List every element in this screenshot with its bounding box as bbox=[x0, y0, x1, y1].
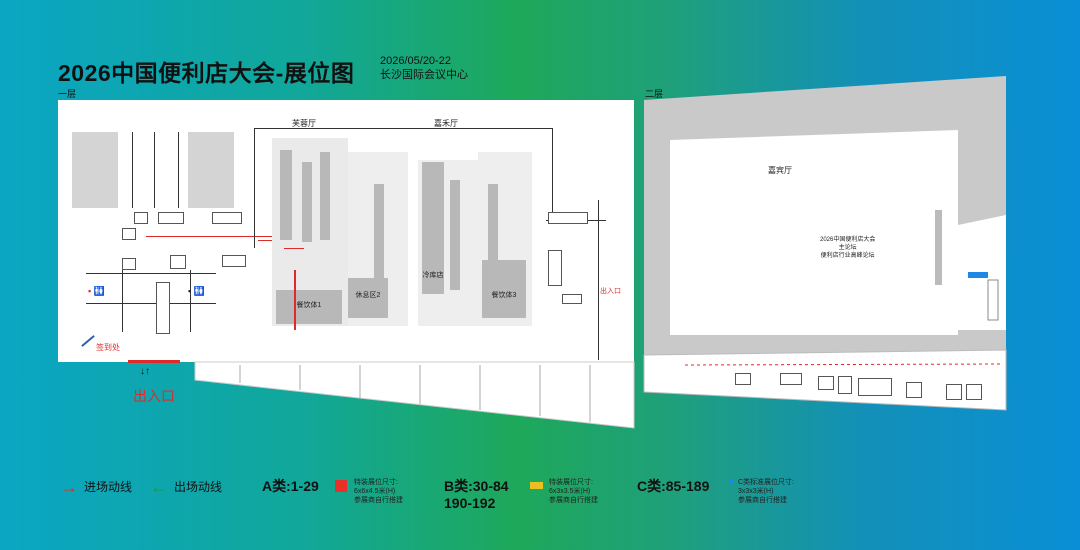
booth-column[interactable] bbox=[374, 184, 384, 284]
block-2[interactable] bbox=[348, 278, 388, 318]
signin-label: 签到处 bbox=[96, 343, 120, 352]
booth[interactable] bbox=[858, 378, 892, 396]
legend-class-a: A类:1-29 bbox=[262, 478, 319, 494]
stage-line-2: 主论坛 bbox=[838, 245, 857, 251]
booth-column[interactable] bbox=[302, 162, 312, 242]
legend-entry-label: 进场动线 bbox=[84, 480, 133, 494]
page-title: 2026中国便利店大会-展位图 bbox=[58, 60, 355, 86]
block-4-label: 餐饮体3 bbox=[491, 292, 517, 299]
floor2-hall-name: 嘉宾厅 bbox=[768, 166, 792, 175]
booth[interactable] bbox=[122, 228, 136, 240]
side-entrance-label: 出入口 bbox=[600, 288, 621, 295]
entrance-exit-label: 出入口 bbox=[133, 388, 175, 404]
floor1-room-block bbox=[72, 132, 118, 208]
event-info: 2026/05/20-22 长沙国际会议中心 bbox=[380, 54, 468, 82]
booth-column[interactable] bbox=[320, 152, 330, 240]
legend-class-b: B类:30-84 190-192 bbox=[444, 478, 509, 512]
class-a-swatch bbox=[335, 480, 347, 492]
block-4[interactable] bbox=[482, 260, 526, 318]
class-c-swatch bbox=[730, 480, 734, 484]
booth[interactable] bbox=[548, 212, 588, 224]
booth-column[interactable] bbox=[280, 150, 292, 240]
legend-exit-label: 出场动线 bbox=[174, 480, 223, 494]
booth[interactable] bbox=[838, 376, 852, 394]
legend-exit-line: ← 出场动线 bbox=[150, 476, 223, 497]
legend-class-b-note: 特装展位尺寸: 6x3x3.5米(H) 参展商自行搭建 bbox=[549, 479, 598, 504]
floor1-room-block bbox=[188, 132, 234, 208]
entrance-arrows-icon: ↓↑ bbox=[140, 366, 150, 377]
booth[interactable] bbox=[780, 373, 802, 385]
floor-1-label: 一层 bbox=[58, 89, 77, 99]
booth[interactable] bbox=[156, 282, 170, 334]
block-1-label: 餐饮体1 bbox=[296, 302, 322, 309]
entrance-bar bbox=[128, 360, 180, 363]
booth[interactable] bbox=[735, 373, 751, 385]
legend-class-b-line2: 190-192 bbox=[444, 495, 496, 511]
booth[interactable] bbox=[946, 384, 962, 400]
hall-jiahe: 嘉禾厅 bbox=[434, 119, 458, 128]
booth[interactable] bbox=[906, 382, 922, 398]
green-arrow-icon: ← bbox=[150, 476, 168, 497]
legend-class-c: C类:85-189 bbox=[637, 478, 710, 494]
block-1[interactable] bbox=[276, 290, 342, 324]
legend-class-c-note: C类标准展位尺寸: 3x3x3米(H) 参展商自行搭建 bbox=[738, 479, 794, 504]
booth-column[interactable] bbox=[422, 162, 444, 294]
legend-class-a-note: 特装展位尺寸: 6x6x4.5米(H) 参展商自行搭建 bbox=[354, 479, 403, 504]
booth[interactable] bbox=[548, 250, 562, 286]
block-3-label: 冷库店 bbox=[422, 272, 444, 279]
stage-line-3: 便利店行业高峰论坛 bbox=[820, 253, 875, 259]
red-arrow-icon: → bbox=[60, 476, 78, 497]
booth[interactable] bbox=[158, 212, 184, 224]
class-b-swatch bbox=[530, 482, 543, 489]
booth-column[interactable] bbox=[450, 180, 460, 290]
booth[interactable] bbox=[818, 376, 834, 390]
stage-line-1: 2026中国便利店大会 bbox=[820, 237, 876, 243]
stage-text: 2026中国便利店大会 主论坛 便利店行业高峰论坛 bbox=[820, 236, 875, 260]
booth-column[interactable] bbox=[488, 184, 498, 284]
restroom-icon: ▪ 🚻 bbox=[88, 286, 105, 296]
restroom-icon: ▪ 🚻 bbox=[188, 286, 205, 296]
legend-entry-line: → 进场动线 bbox=[60, 476, 133, 497]
booth[interactable] bbox=[170, 255, 186, 269]
booth[interactable] bbox=[122, 258, 136, 270]
floor-1-map: ▪ 🚻 ▪ 🚻 签到处 芙蓉厅 嘉禾厅 餐饮体1 休息区2 冷库店 餐饮体3 出… bbox=[58, 100, 634, 362]
floor-2-label: 二层 bbox=[645, 89, 664, 99]
event-venue: 长沙国际会议中心 bbox=[380, 69, 468, 81]
event-date: 2026/05/20-22 bbox=[380, 55, 451, 67]
booth[interactable] bbox=[134, 212, 148, 224]
booth[interactable] bbox=[222, 255, 246, 267]
legend-class-b-line1: B类:30-84 bbox=[444, 478, 509, 494]
hall-furong: 芙蓉厅 bbox=[292, 119, 316, 128]
booth[interactable] bbox=[562, 294, 582, 304]
booth[interactable] bbox=[966, 384, 982, 400]
booth[interactable] bbox=[212, 212, 242, 224]
block-2-label: 休息区2 bbox=[355, 292, 381, 299]
